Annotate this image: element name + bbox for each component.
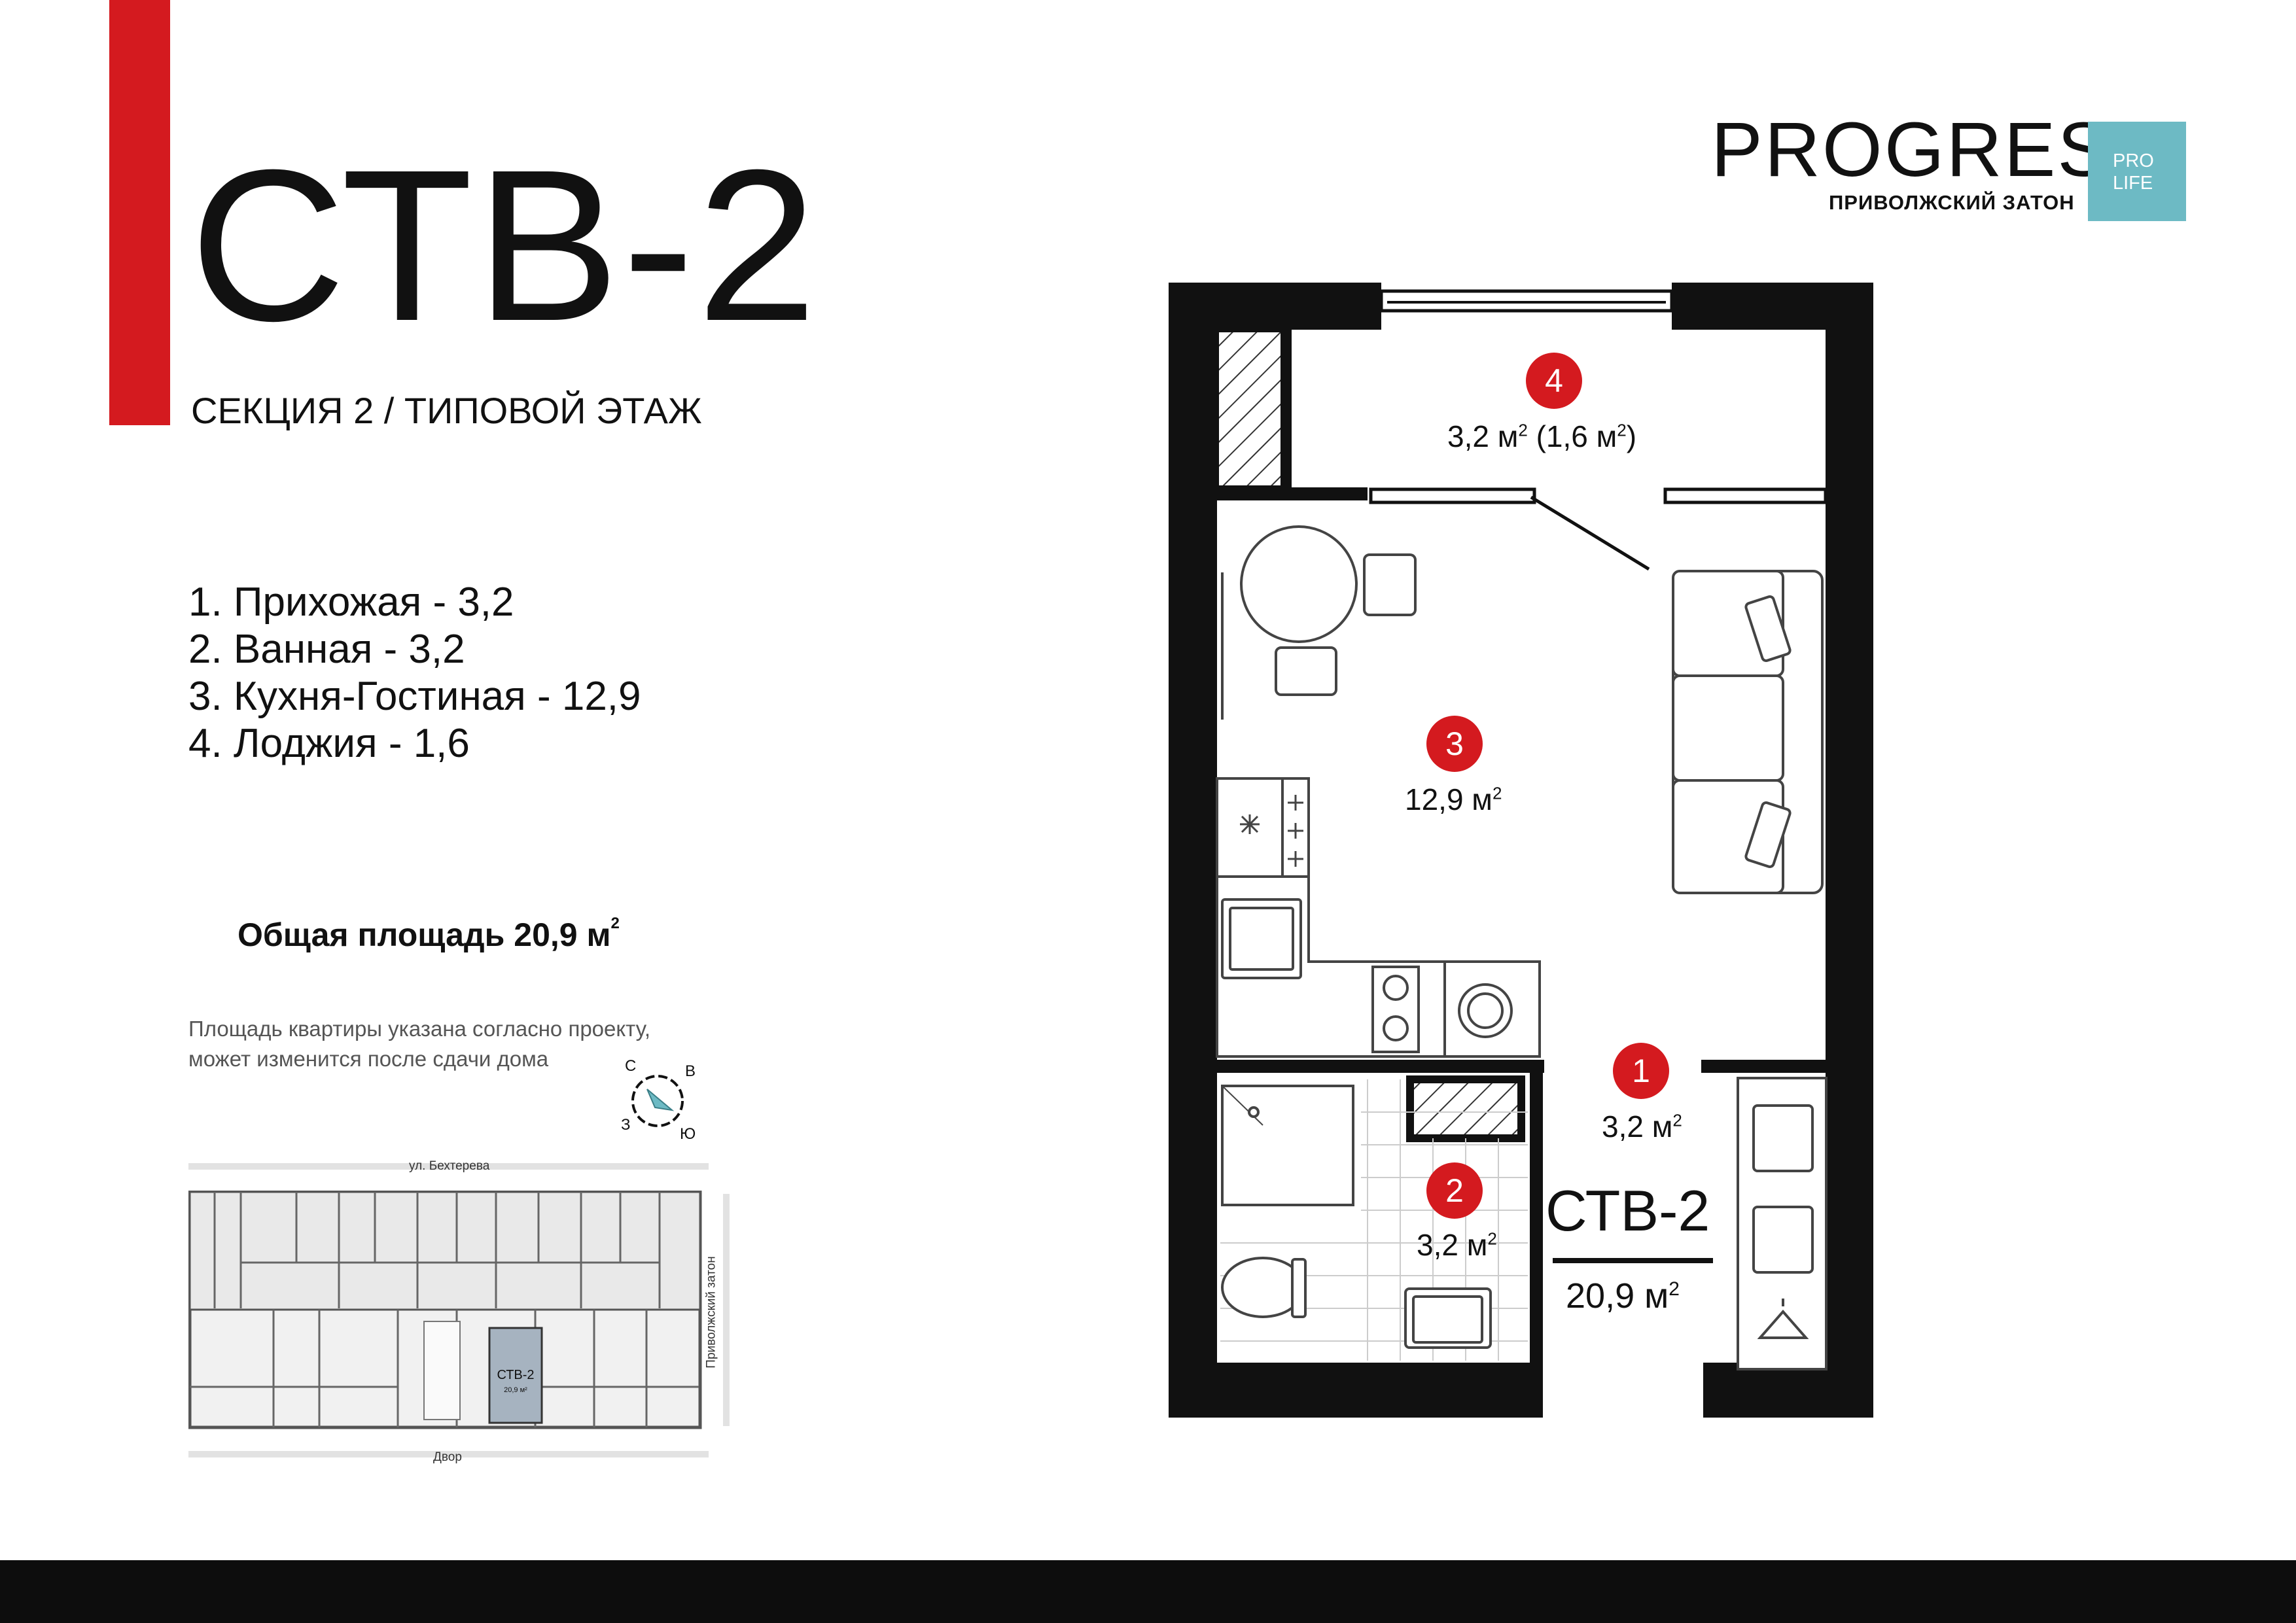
room-badge-3: 3 [1426, 716, 1483, 772]
room-area-4-extra: (1,6 м [1527, 419, 1617, 453]
room-area-3: 12,9 м2 [1405, 782, 1502, 817]
room-area-2-main: 3,2 м [1417, 1228, 1488, 1262]
brand-logo-name: PROGRESS [1711, 107, 2164, 193]
key-plan-highlight [488, 1327, 543, 1424]
apartment-floor-plan [1169, 283, 1873, 1418]
disclaimer-line: может изменится после сдачи дома [188, 1047, 549, 1071]
room-area-2-sup: 2 [1487, 1229, 1497, 1249]
room-list-item: 1. Прихожая - 3,2 [188, 580, 514, 625]
compass-n: С [625, 1057, 636, 1075]
brand-logo-subtitle: ПРИВОЛЖСКИЙ ЗАТОН [1829, 191, 2075, 214]
room-area-4-main: 3,2 м [1447, 419, 1519, 453]
room-badge-4: 4 [1526, 353, 1582, 409]
room-list-item: 3. Кухня-Гостиная - 12,9 [188, 674, 641, 719]
total-area: Общая площадь 20,9 м2 [238, 915, 620, 954]
plan-apartment-area-sup: 2 [1669, 1278, 1680, 1300]
room-list: 1. Прихожая - 3,2 2. Ванная - 3,2 3. Кух… [188, 579, 641, 767]
bottom-bar [0, 1560, 2296, 1623]
brand-logo-box: PRO LIFE [2088, 122, 2186, 221]
disclaimer: Площадь квартиры указана согласно проект… [188, 1014, 650, 1074]
brand-box-line1: PRO [2113, 150, 2154, 171]
street-top-line [188, 1163, 709, 1170]
room-area-3-sup: 2 [1492, 783, 1502, 803]
room-area-4-extra-sup: 2 [1617, 420, 1627, 440]
plan-code-underline [1553, 1258, 1713, 1263]
room-area-1: 3,2 м2 [1602, 1109, 1682, 1144]
street-top-label: ул. Бехтерева [409, 1159, 490, 1173]
apartment-title: СТВ-2 [190, 124, 820, 366]
key-floor-plan: СТВ-2 20,9 м² [188, 1191, 702, 1429]
compass-s: Ю [680, 1125, 696, 1143]
street-right-line [723, 1194, 730, 1426]
key-plan-unit-label: СТВ-2 [497, 1368, 534, 1382]
room-area-1-sup: 2 [1672, 1110, 1682, 1130]
brand-box-line2: LIFE [2113, 173, 2153, 194]
key-plan-unit-area: 20,9 м² [504, 1386, 527, 1394]
compass-e: В [685, 1062, 696, 1080]
room-area-3-main: 12,9 м [1405, 782, 1492, 816]
compass-w: З [621, 1116, 631, 1134]
room-area-4-sup: 2 [1518, 420, 1528, 440]
room-badge-1: 1 [1613, 1043, 1669, 1099]
room-area-1-main: 3,2 м [1602, 1109, 1673, 1143]
section-label: СЕКЦИЯ 2 / ТИПОВОЙ ЭТАЖ [191, 390, 702, 431]
yard-line [188, 1451, 709, 1457]
room-area-2: 3,2 м2 [1417, 1227, 1497, 1263]
room-area-4-close: ) [1626, 419, 1637, 453]
plan-apartment-area-main: 20,9 м [1566, 1276, 1669, 1316]
room-list-item: 2. Ванная - 3,2 [188, 627, 465, 672]
room-badge-2: 2 [1426, 1162, 1483, 1219]
red-accent-bar [109, 0, 170, 425]
disclaimer-line: Площадь квартиры указана согласно проект… [188, 1017, 651, 1041]
yard-label: Двор [433, 1450, 462, 1464]
compass-icon: С В Ю З [621, 1057, 696, 1143]
room-area-4: 3,2 м2 (1,6 м2) [1447, 419, 1636, 454]
total-area-text: Общая площадь 20,9 м [238, 916, 611, 953]
plan-apartment-code: СТВ-2 [1545, 1178, 1710, 1243]
total-area-sup: 2 [610, 915, 620, 932]
room-list-item: 4. Лоджия - 1,6 [188, 721, 470, 766]
plan-apartment-area: 20,9 м2 [1566, 1276, 1680, 1316]
